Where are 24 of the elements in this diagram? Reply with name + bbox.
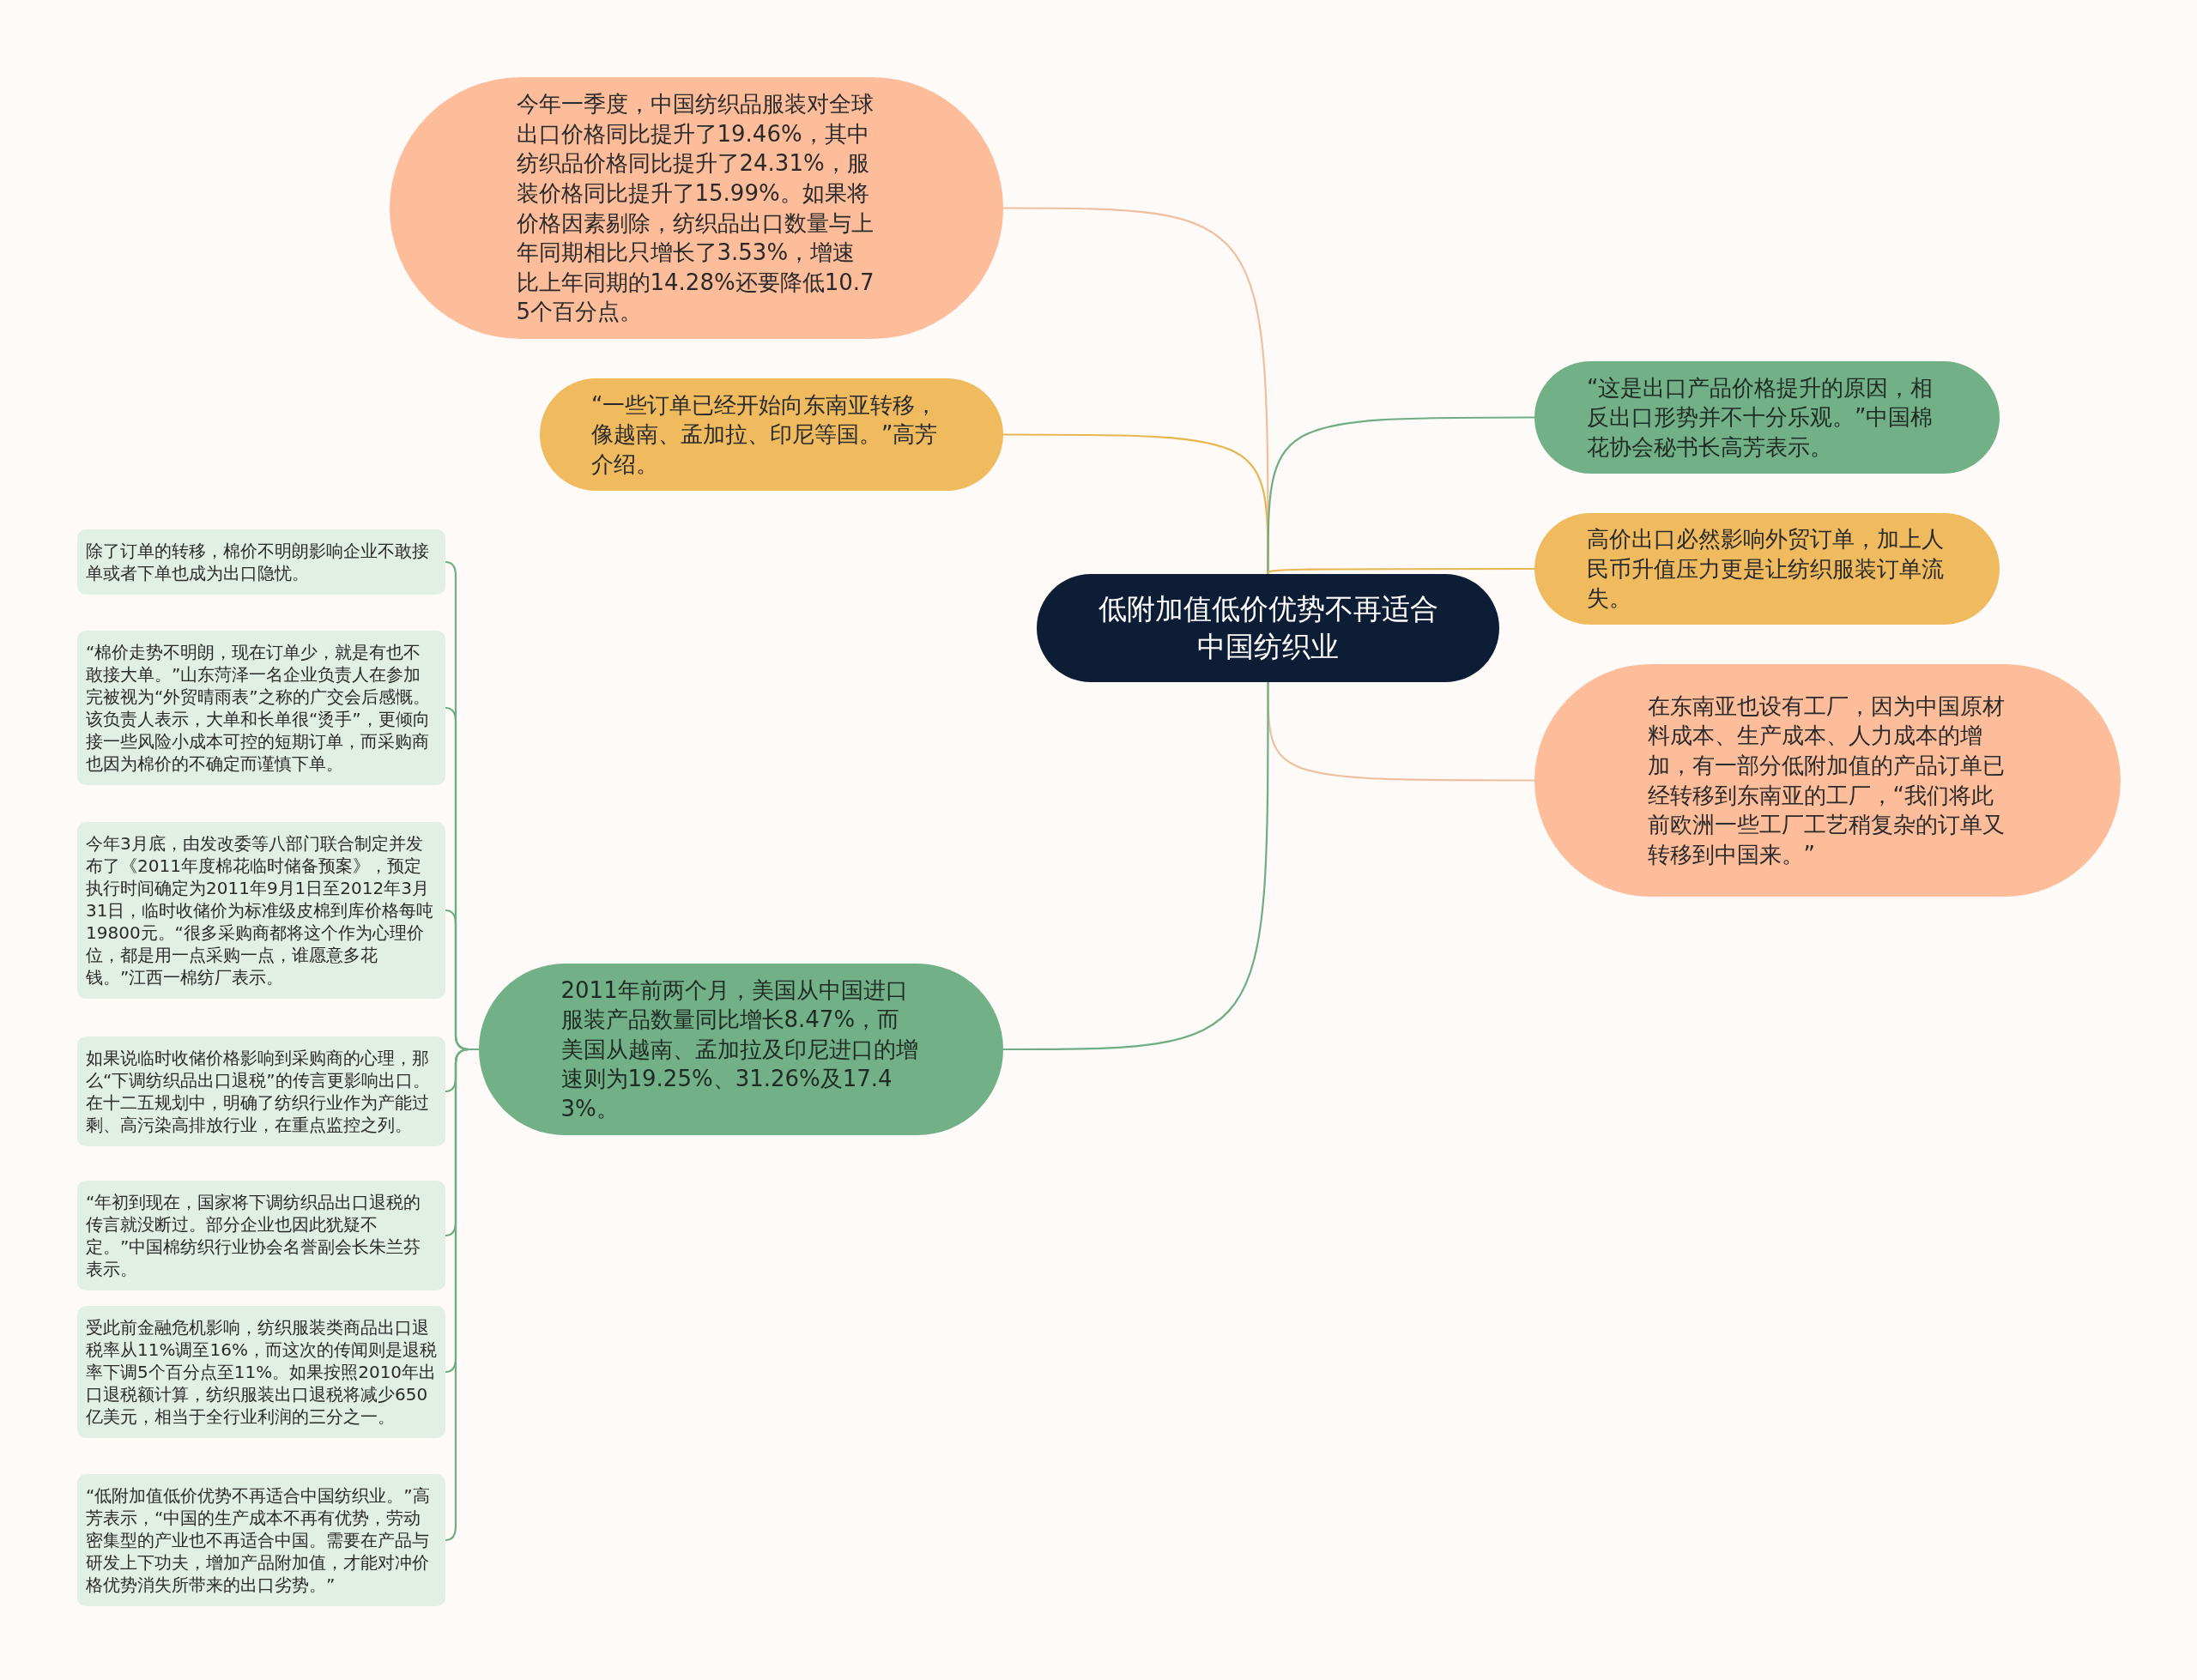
node-text: “一些订单已经开始向东南亚转移，像越南、孟加拉、印尼等国。”高芳介绍。	[591, 390, 939, 479]
topic-bubble	[77, 1181, 445, 1290]
node-text: 在东南亚也设有工厂，因为中国原材料成本、生产成本、人力成本的增加，有一部分低附加值的产品订单已经转移到东南亚的工厂，“我们将此前欧洲一些工厂工艺稍复杂的订单又转移到中国来。”	[1647, 692, 2006, 869]
connector-line	[1267, 567, 1534, 575]
node-text: 今年3月底，由发改委等八部门联合制定并发布了《2011年度棉花临时储备预案》，预定执行时间确定为2011年9月1日至2012年3月31日，临时收储价为标准级皮棉到库价格每吨19800元。“很多采购商都将这个作为心理价位，都是用一点采购一点，谁愿意多花钱。”江西一棉纺厂表示。	[86, 832, 435, 988]
topic-bubble	[77, 1306, 445, 1438]
node-text: “这是出口产品价格提升的原因，相反出口形势并不十分乐观。”中国棉花协会秘书长高芳表示。	[1587, 373, 1934, 462]
connector-line	[1267, 416, 1534, 574]
node-text: 今年一季度，中国纺织品服装对全球出口价格同比提升了19.46%，其中纺织品价格同比提升了24.31%，服装价格同比提升了15.99%。如果将价格因素剔除，纺织品出口数量与上年同期相比只增长了3.53%，增速比上年同期的14.28%还要降低10.75个百分点。	[516, 90, 875, 327]
node-text: 低附加值低价优势不再适合中国纺织业	[1097, 591, 1439, 665]
topic-bubble	[77, 1474, 445, 1606]
node-text: “棉价走势不明朗，现在订单少，就是有也不敢接大单。”山东菏泽一名企业负责人在参加完被视为“外贸晴雨表”之称的广交会后感慨。该负责人表示，大单和长单很“烫手”，更倾向接一些风险小成本可控的短期订单，而采购商也因为棉价的不确定而谨慎下单。	[86, 641, 431, 775]
node-text: “低附加值低价优势不再适合中国纺织业。”高芳表示，“中国的生产成本不再有优势，劳动密集型的产业也不再适合中国。需要在产品与研发上下功夫，增加产品附加值，才能对冲价格优势消失所带来的出口劣势。”	[86, 1484, 431, 1596]
node-text: 如果说临时收储价格影响到采购商的心理，那么“下调纺织品出口退税”的传言更影响出口。在十二五规划中，明确了纺织行业作为产能过剩、高污染高排放行业，在重点监控之列。	[86, 1047, 431, 1136]
topic-bubble	[77, 529, 445, 595]
topic-bubble	[77, 822, 445, 999]
topic-bubble	[77, 1036, 445, 1146]
connector-line	[1003, 682, 1269, 1051]
node-text: 2011年前两个月，美国从中国进口服装产品数量同比增长8.47%，而美国从越南、孟加拉及印尼进口的增速则为19.25%、31.26%及17.43%。	[560, 976, 919, 1123]
topic-bubble	[77, 631, 445, 785]
node-text: 高价出口必然影响外贸订单，加上人民币升值压力更是让纺织服装订单流失。	[1587, 525, 1945, 613]
node-text: 受此前金融危机影响，纺织服装类商品出口退税率从11%调至16%，而这次的传闻则是退税率下调5个百分点至11%。如果按照2010年出口退税额计算，纺织服装出口退税将减少650亿美元，相当于全行业利润的三分之一。	[86, 1316, 437, 1428]
node-text: 除了订单的转移，棉价不明朗影响企业不敢接单或者下单也成为出口隐忧。	[86, 540, 430, 584]
node-text: “年初到现在，国家将下调纺织品出口退税的传言就没断过。部分企业也因此犹疑不定。”中国棉纺织行业协会名誉副会长朱兰芬表示。	[86, 1191, 422, 1280]
